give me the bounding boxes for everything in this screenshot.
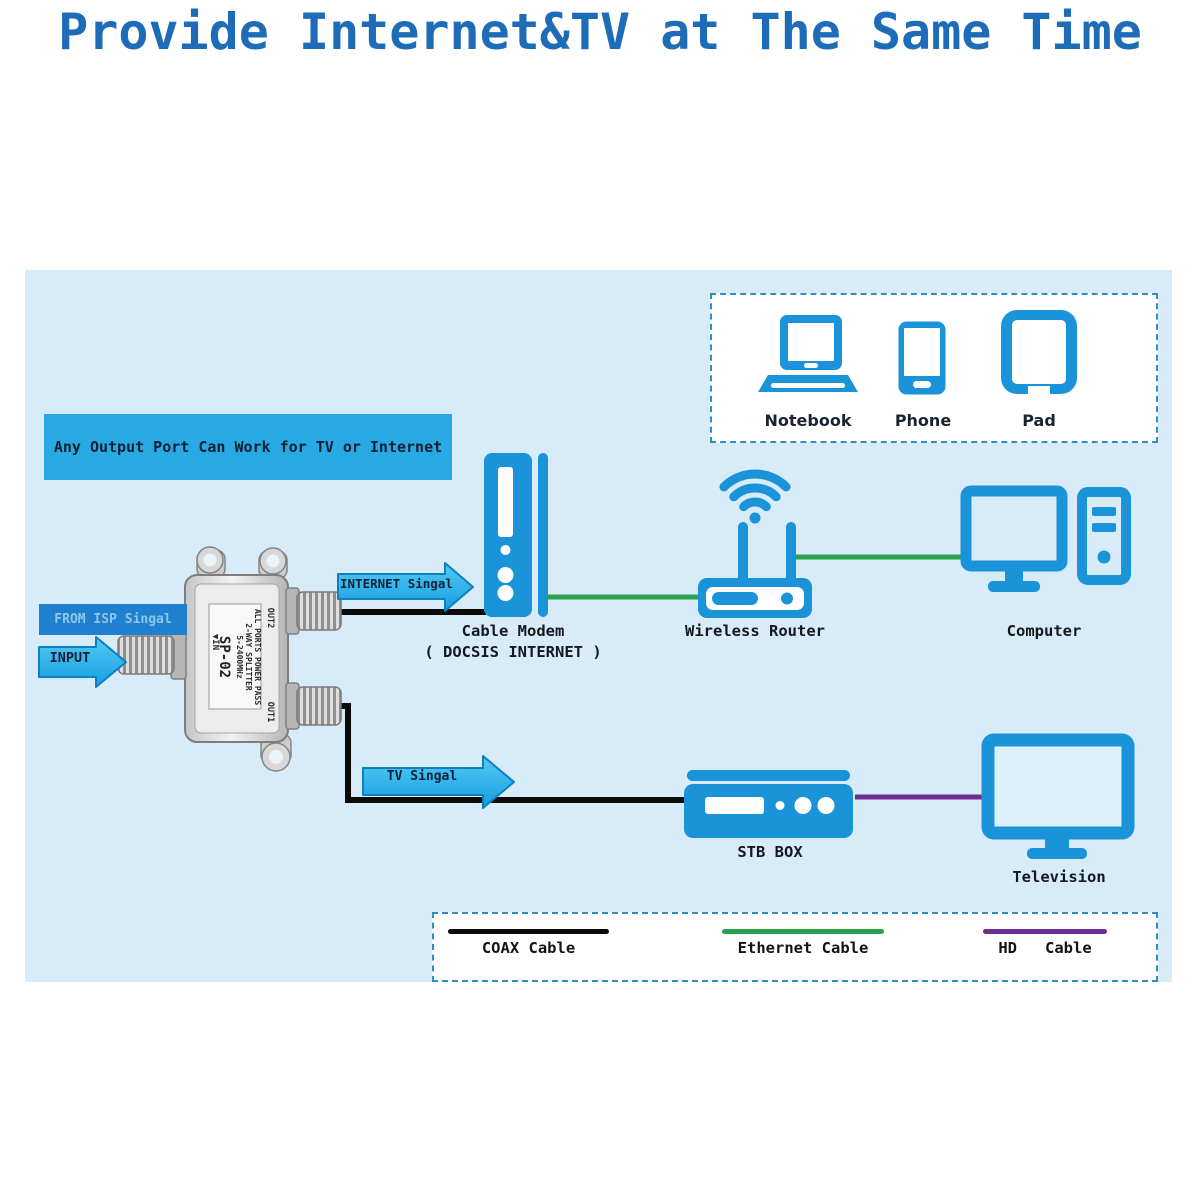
splitter-type: 2-WAY SPLITTER [244, 623, 253, 691]
splitter-in-port [117, 630, 187, 680]
input-arrow [38, 636, 127, 688]
ethernet-cable-legend-label: Ethernet Cable [737, 939, 869, 957]
coax-splitter: ▼IN SP-02 5-2400MHz 2-WAY SPLITTER ALL P… [117, 546, 342, 772]
phone-icon [898, 321, 946, 395]
internet-signal-label: INTERNET Singal [340, 576, 453, 591]
computer-label: Computer [1006, 622, 1082, 640]
stb-box-label: STB BOX [737, 843, 803, 861]
television-label: Television [1012, 868, 1106, 886]
wireless-devices-box: Notebook Phone Pad [710, 293, 1158, 443]
notebook-icon [758, 315, 858, 392]
cable-modem-icon [484, 453, 548, 617]
from-isp-text: FROM ISP Singal [54, 612, 172, 627]
hd-cable-legend-line [983, 929, 1107, 934]
splitter-in-mark: ▼IN [210, 634, 220, 650]
wireless-router-icon [698, 469, 812, 618]
any-output-port-banner: Any Output Port Can Work for TV or Inter… [44, 414, 452, 480]
notebook-label: Notebook [764, 411, 852, 430]
router-antenna-right [786, 522, 796, 584]
page-title: Provide Internet&TV at The Same Time [58, 3, 1142, 61]
splitter-model: SP-02 [216, 636, 232, 678]
splitter-out1-label: OUT1 [265, 702, 275, 722]
cable-legend-box: COAX Cable Ethernet Cable HD Cable [432, 912, 1158, 982]
hd-cable-legend-label: HD Cable [998, 939, 1092, 957]
tv-signal-label: TV Singal [386, 769, 458, 784]
coax-cable-legend-label: COAX Cable [481, 939, 576, 957]
input-arrow-label: INPUT [49, 650, 91, 666]
wireless-router-label: Wireless Router [685, 622, 825, 640]
splitter-power-pass: ALL PORTS POWER PASS [253, 609, 262, 706]
internet-signal-arrow [337, 562, 474, 612]
pad-icon [1001, 310, 1077, 395]
television-icon [981, 733, 1135, 859]
router-antenna-left [738, 522, 748, 584]
splitter-frequency: 5-2400MHz [235, 635, 244, 679]
coax-cable-legend-line [448, 929, 609, 934]
computer-icon [960, 485, 1131, 592]
stb-box-icon [684, 770, 853, 838]
any-output-port-text: Any Output Port Can Work for TV or Inter… [53, 438, 443, 456]
tv-signal-arrow [362, 755, 515, 809]
cable-modem-label: Cable Modem [461, 622, 565, 640]
ethernet-cable-legend-line [722, 929, 884, 934]
splitter-label-plate [208, 603, 262, 710]
phone-label: Phone [894, 411, 952, 430]
pad-label: Pad [1022, 411, 1056, 430]
splitter-out1-port [285, 682, 342, 730]
from-isp-banner: FROM ISP Singal [39, 604, 187, 635]
wifi-icon [719, 469, 791, 512]
splitter-out2-label: OUT2 [265, 608, 275, 628]
splitter-out2-port [285, 587, 342, 635]
cable-modem-sublabel: ( DOCSIS INTERNET ) [424, 643, 602, 661]
